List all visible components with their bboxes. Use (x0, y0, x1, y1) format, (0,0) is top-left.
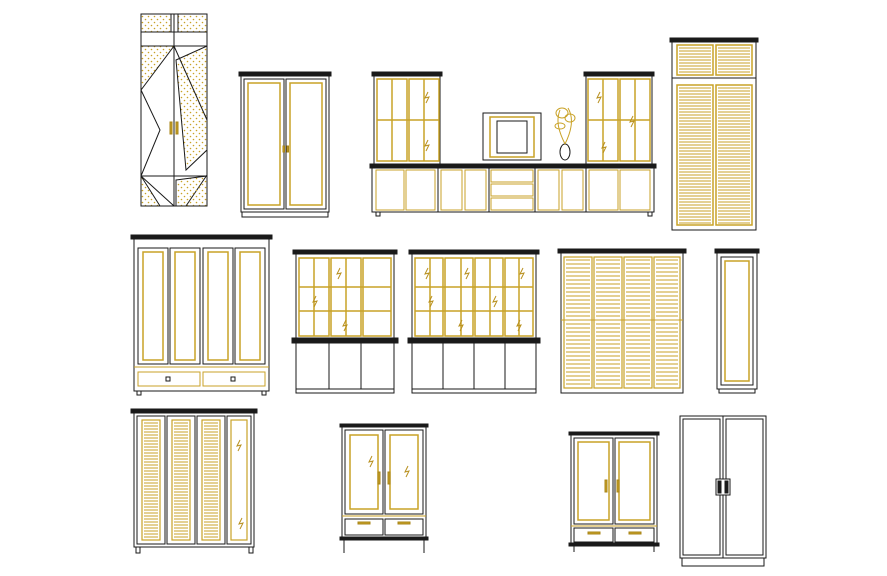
tv-unit-with-glass-cabinets (369, 71, 657, 217)
cabinet-glass-three (291, 249, 399, 394)
wardrobe-four-door-drawers (130, 234, 273, 396)
cabinet-single-narrow (714, 248, 760, 394)
wardrobe-louvered-four (557, 248, 687, 394)
wardrobe-geometric (140, 13, 208, 207)
cabinet-glass-two-drawers (339, 423, 429, 553)
wardrobe-louvered-mirror (130, 408, 258, 554)
wardrobe-two-door-simple (679, 415, 767, 567)
wardrobe-two-door-drawers (568, 431, 660, 552)
cabinet-glass-four (407, 249, 541, 394)
wardrobe-two-door-plain (238, 71, 332, 218)
wardrobe-louvered-tall (669, 37, 759, 231)
